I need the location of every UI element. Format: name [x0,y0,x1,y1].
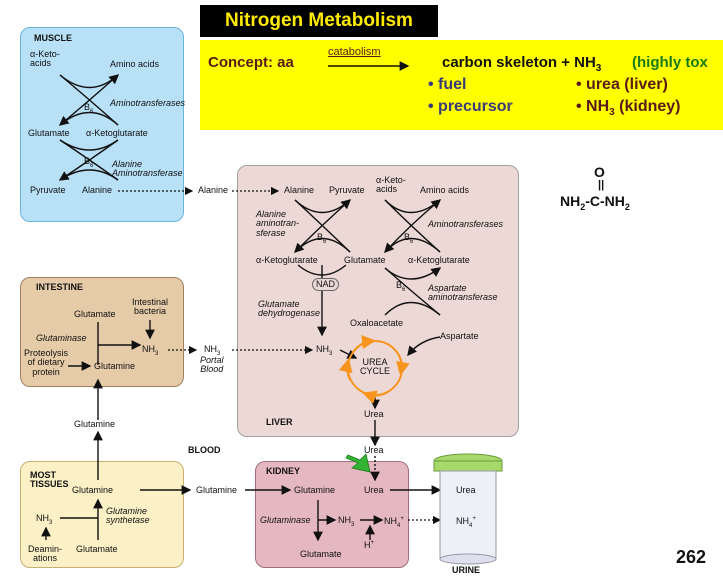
catabolism-label: catabolism [328,46,381,58]
muscle-amino-acids: Amino acids [110,59,160,69]
liver-nad: NAD [312,278,340,292]
liver-aminotransferases: Aminotransferases [428,219,504,229]
kidney-glutamine: Glutamine [294,485,336,495]
concept-nh3-kidney: • NH3 (kidney) [576,98,681,119]
liver-glutamate: Glutamate [344,255,386,265]
deaminations-label: Deamin- ations [28,544,63,564]
portal-blood-label: Portal Blood [200,355,224,375]
liver-amino-acids: Amino acids [420,185,470,195]
intestine-title: INTESTINE [36,282,84,292]
concept-label: Concept: aa [208,54,294,71]
concept-precursor: • precursor [428,98,513,115]
kidney-glutaminase: Glutaminase [260,515,311,525]
blood-urea: Urea [364,445,384,455]
liver-pyruvate: Pyruvate [329,185,365,195]
liver-alanine-aminotransferase: Alanine aminotran- sferase [256,209,300,238]
muscle-keto-acids: α-Keto- acids [30,49,60,69]
liver-box [237,165,519,437]
intestine-glutamate: Glutamate [74,309,116,319]
urea-cycle-label: UREA CYCLE [360,357,391,377]
concept-fuel: • fuel [428,76,467,93]
kidney-title: KIDNEY [266,466,301,476]
liver-title: LIVER [266,417,293,427]
concept-product: carbon skeleton + NH [442,54,596,71]
blood-label: BLOOD [188,445,221,455]
muscle-box [20,27,184,222]
toxic-note: (highly tox [632,54,708,71]
liver-keto-acids: α-Keto- acids [376,175,406,195]
kidney-glutamate: Glutamate [300,549,342,559]
muscle-alanine: Alanine [82,185,113,195]
tissues-glutamate: Glutamate [76,544,118,554]
kidney-h-plus: H [364,540,371,550]
intestinal-bacteria: Intestinal bacteria [132,297,169,317]
tissues-title: MOST TISSUES [30,470,69,490]
page-number: 262 [676,547,707,567]
kidney-box [255,461,409,568]
green-pointer-icon [345,453,371,473]
liver-alanine: Alanine [284,185,315,195]
liver-oxaloacetate: Oxaloacetate [350,318,404,328]
urine-nh4: NH [456,516,469,526]
tissues-box [20,461,184,568]
muscle-title: MUSCLE [34,33,72,43]
liver-aspartate: Aspartate [440,331,479,341]
kidney-urea: Urea [364,485,384,495]
concept-urea-liver: • urea (liver) [576,76,668,93]
muscle-glutamate: Glutamate [28,128,70,138]
proteolysis-label: Proteolysis of dietary protein [24,348,69,377]
blood-alanine: Alanine [198,185,229,195]
liver-aspartate-aminotransferase: Aspartate aminotransferase [428,283,498,303]
blood-glutamine-mid: Glutamine [196,485,238,495]
urea-formula: NH2-C-NH2 [560,193,630,212]
muscle-alanine-aminotransferase: Alanine Aminotransferase [112,159,183,179]
liver-urea: Urea [364,409,384,419]
tissues-glutamine: Glutamine [72,485,114,495]
portal-nh3: NH [204,344,217,354]
glutamine-synthetase: Glutamine synthetase [106,506,150,526]
page-title: Nitrogen Metabolism [200,5,438,37]
concept-panel: Concept: aa catabolism carbon skeleton +… [200,40,723,130]
urea-formula-o: O [594,164,605,180]
kidney-nh4: NH [384,516,397,526]
muscle-aminotransferases: Aminotransferases [110,98,186,108]
liver-a-ketoglutarate-2: α-Ketoglutarate [408,255,470,265]
blood-glutamine-left: Glutamine [74,419,116,429]
kidney-nh3: NH [338,515,351,525]
urine-urea: Urea [456,485,476,495]
intestine-box [20,277,184,387]
muscle-a-ketoglutarate: α-Ketoglutarate [86,128,148,138]
intestine-glutamine: Glutamine [94,361,136,371]
tissues-nh3: NH [36,513,49,523]
muscle-pyruvate: Pyruvate [30,185,66,195]
liver-gdh: Glutamate dehydrogenase [258,299,321,319]
intestine-nh3: NH [142,344,155,354]
liver-nh3: NH [316,344,329,354]
liver-a-ketoglutarate: α-Ketoglutarate [256,255,318,265]
urine-label: URINE [452,565,481,575]
intestine-glutaminase: Glutaminase [36,333,87,343]
